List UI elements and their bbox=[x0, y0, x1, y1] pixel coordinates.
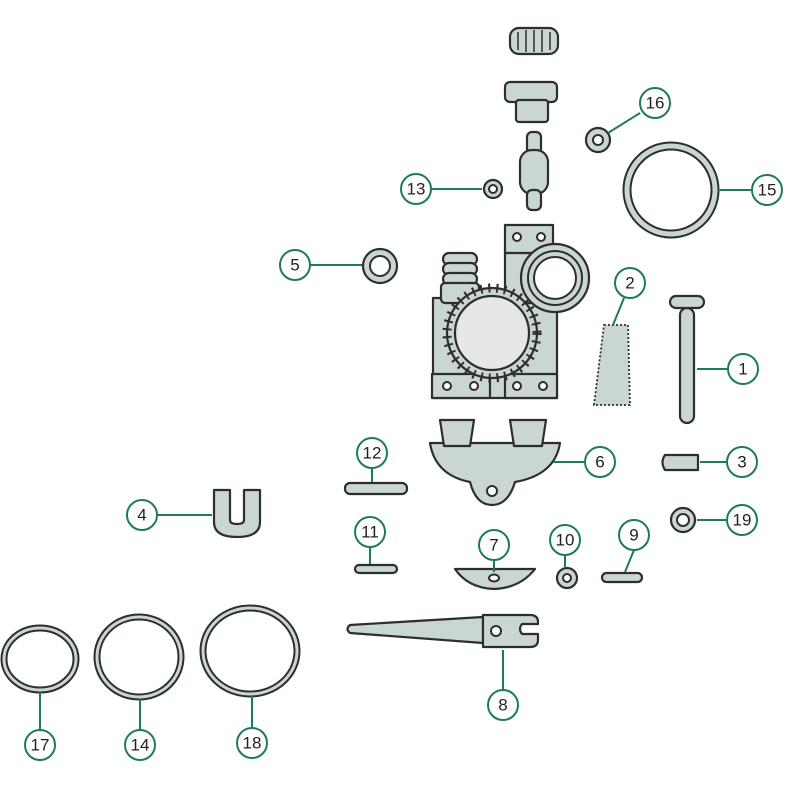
svg-text:13: 13 bbox=[407, 180, 426, 199]
svg-text:10: 10 bbox=[556, 531, 575, 550]
callout-11: 11 bbox=[354, 516, 386, 548]
callout-18: 18 bbox=[236, 727, 268, 759]
svg-text:8: 8 bbox=[498, 696, 507, 715]
callout-6: 6 bbox=[584, 446, 616, 478]
needle-12 bbox=[343, 481, 409, 496]
callout-14: 14 bbox=[124, 729, 156, 761]
callout-2: 2 bbox=[614, 267, 646, 299]
clip-4 bbox=[212, 488, 262, 539]
pin-1 bbox=[668, 294, 706, 425]
callout-1: 1 bbox=[727, 353, 759, 385]
pin-11 bbox=[353, 563, 399, 575]
float-arm-8 bbox=[346, 613, 540, 649]
callout-19: 19 bbox=[726, 504, 758, 536]
knurled-cap bbox=[508, 26, 560, 56]
callout-4: 4 bbox=[126, 499, 158, 531]
o-rings-bottom bbox=[0, 604, 301, 701]
svg-text:3: 3 bbox=[737, 453, 746, 472]
svg-text:2: 2 bbox=[625, 274, 634, 293]
callout-3: 3 bbox=[726, 446, 758, 478]
filter-screen bbox=[592, 324, 631, 406]
svg-text:17: 17 bbox=[31, 736, 50, 755]
svg-text:9: 9 bbox=[629, 526, 638, 545]
callout-10: 10 bbox=[549, 524, 581, 556]
svg-text:16: 16 bbox=[646, 94, 665, 113]
jet-3 bbox=[661, 453, 700, 472]
needle-slide bbox=[518, 130, 550, 212]
pin-9 bbox=[600, 571, 644, 584]
svg-text:1: 1 bbox=[738, 360, 747, 379]
callout-15: 15 bbox=[751, 174, 783, 206]
callout-7: 7 bbox=[478, 529, 510, 561]
callout-9: 9 bbox=[618, 519, 650, 551]
svg-text:6: 6 bbox=[595, 453, 604, 472]
svg-text:5: 5 bbox=[290, 256, 299, 275]
callout-16: 16 bbox=[639, 87, 671, 119]
svg-text:15: 15 bbox=[758, 181, 777, 200]
svg-text:4: 4 bbox=[137, 506, 146, 525]
svg-text:7: 7 bbox=[489, 536, 498, 555]
svg-text:12: 12 bbox=[363, 444, 382, 463]
callout-13: 13 bbox=[400, 173, 432, 205]
leader-lines bbox=[39, 112, 752, 730]
svg-text:19: 19 bbox=[733, 511, 752, 530]
svg-text:18: 18 bbox=[243, 734, 262, 753]
callout-8: 8 bbox=[487, 689, 519, 721]
callout-12: 12 bbox=[356, 437, 388, 469]
float-bowl bbox=[428, 418, 562, 507]
top-plug bbox=[503, 80, 559, 124]
callout-5: 5 bbox=[279, 249, 311, 281]
callout-17: 17 bbox=[24, 729, 56, 761]
carburetor-body bbox=[430, 223, 591, 400]
svg-text:14: 14 bbox=[131, 736, 150, 755]
svg-text:11: 11 bbox=[361, 523, 379, 542]
